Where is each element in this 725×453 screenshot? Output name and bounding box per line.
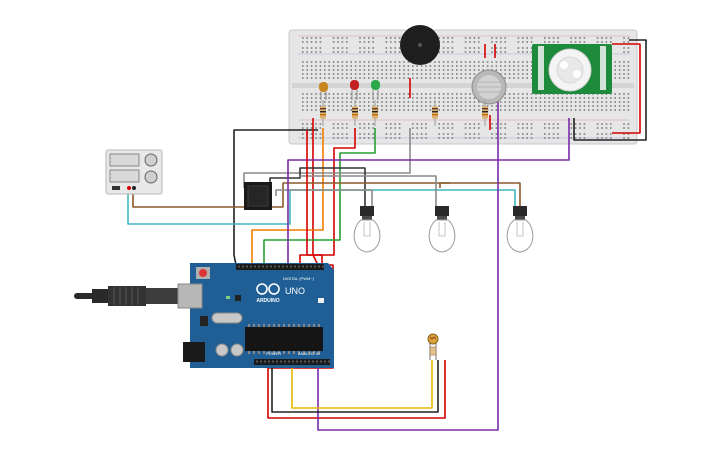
digital-pins-label: DIGITAL (PWM~) xyxy=(283,276,315,281)
wire-purple-pir xyxy=(287,118,570,265)
wires xyxy=(127,39,647,431)
resistor[interactable] xyxy=(352,100,358,126)
photoresistor[interactable] xyxy=(427,333,439,360)
light-bulb[interactable] xyxy=(506,206,534,253)
piezo-buzzer[interactable] xyxy=(400,25,440,65)
arduino-model-label: UNO xyxy=(285,286,305,296)
wire-gray-bulbs xyxy=(275,175,437,208)
wire-red-pin xyxy=(306,130,323,265)
relay[interactable] xyxy=(244,182,272,210)
resistor[interactable] xyxy=(372,100,378,126)
wire-red-bb-top xyxy=(484,44,496,58)
wire-red-right xyxy=(612,43,641,134)
arduino-logo-icon xyxy=(256,283,280,295)
led-green[interactable] xyxy=(371,80,380,100)
wire-red-bb-mid xyxy=(409,78,491,130)
wire-green-led xyxy=(263,128,376,265)
wire-brown-bulbs xyxy=(439,182,521,212)
wire-red-led xyxy=(299,128,356,265)
led-red[interactable] xyxy=(350,80,359,100)
wire-brown-ps xyxy=(132,182,450,208)
light-bulb[interactable] xyxy=(353,206,381,253)
arduino-brand-label: ARDUINO xyxy=(256,298,279,304)
resistor[interactable] xyxy=(432,100,438,126)
wire-yellow-ldr xyxy=(291,360,433,409)
wire-gray-relay xyxy=(243,128,411,188)
resistor[interactable] xyxy=(320,100,326,126)
resistor[interactable] xyxy=(482,100,488,126)
wire-black-right xyxy=(573,39,647,141)
arduino-uno[interactable]: ARDUINO UNO DIGITAL (PWM~) POWER ANALOG … xyxy=(177,263,334,368)
wire-black-power xyxy=(271,360,439,413)
analog-pins-label: ANALOG IN xyxy=(298,351,320,356)
pir-motion-sensor[interactable] xyxy=(532,44,612,94)
wire-teal-ps xyxy=(127,189,516,225)
light-bulb[interactable] xyxy=(428,206,456,253)
power-pins-label: POWER xyxy=(266,351,281,356)
wire-black-left xyxy=(233,129,318,266)
led-orange[interactable] xyxy=(319,82,328,100)
wire-purple-gas xyxy=(317,100,499,431)
dc-power-supply[interactable] xyxy=(105,149,163,195)
resistors[interactable] xyxy=(320,100,488,126)
gas-sensor[interactable] xyxy=(471,69,507,105)
